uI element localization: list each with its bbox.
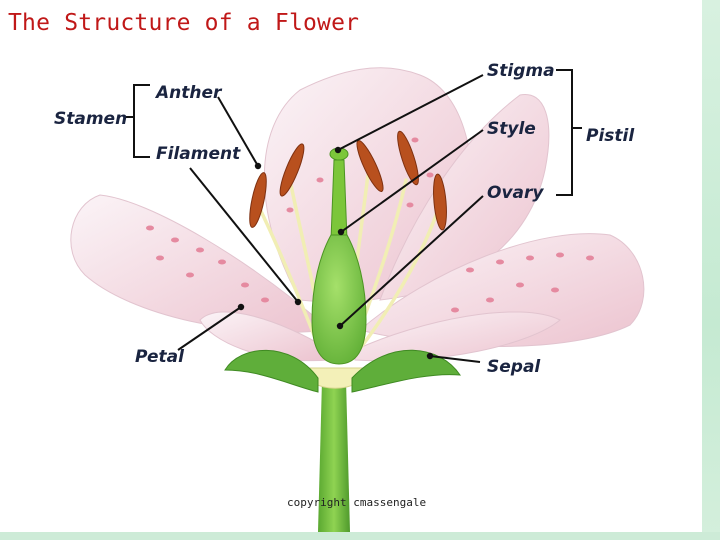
sepal-left — [224, 349, 319, 393]
leader-dots — [237, 146, 434, 360]
ovary-leader — [339, 195, 484, 327]
label-petal: Petal — [135, 347, 185, 367]
sepal-leader — [429, 355, 481, 363]
pistil-style — [330, 159, 348, 241]
leader-lines — [177, 74, 484, 363]
anther-leader — [217, 96, 259, 167]
stigma-leader — [337, 74, 484, 151]
label-stigma: Stigma — [487, 61, 555, 81]
decorative-side-band — [702, 0, 720, 540]
petal-leader — [177, 306, 242, 351]
copyright-note: copyright cmassengale — [287, 496, 427, 509]
style-leader — [340, 129, 484, 233]
pistil-bracket — [556, 69, 582, 196]
anthers — [249, 130, 447, 231]
page-title: The Structure of a Flower — [8, 10, 360, 36]
pistil-ovary — [311, 234, 367, 365]
label-pistil: Pistil — [586, 126, 635, 146]
label-filament: Filament — [156, 144, 241, 164]
label-ovary: Ovary — [487, 183, 544, 203]
label-style: Style — [487, 119, 536, 139]
filament-leader — [189, 167, 299, 303]
stamen-bracket — [124, 84, 150, 158]
petal-spots — [146, 137, 594, 313]
decorative-bottom-band — [0, 532, 720, 540]
label-sepal: Sepal — [487, 357, 541, 377]
stem — [318, 380, 350, 532]
sepal-right — [351, 349, 461, 393]
label-stamen: Stamen — [54, 109, 127, 129]
label-anther: Anther — [154, 83, 223, 103]
